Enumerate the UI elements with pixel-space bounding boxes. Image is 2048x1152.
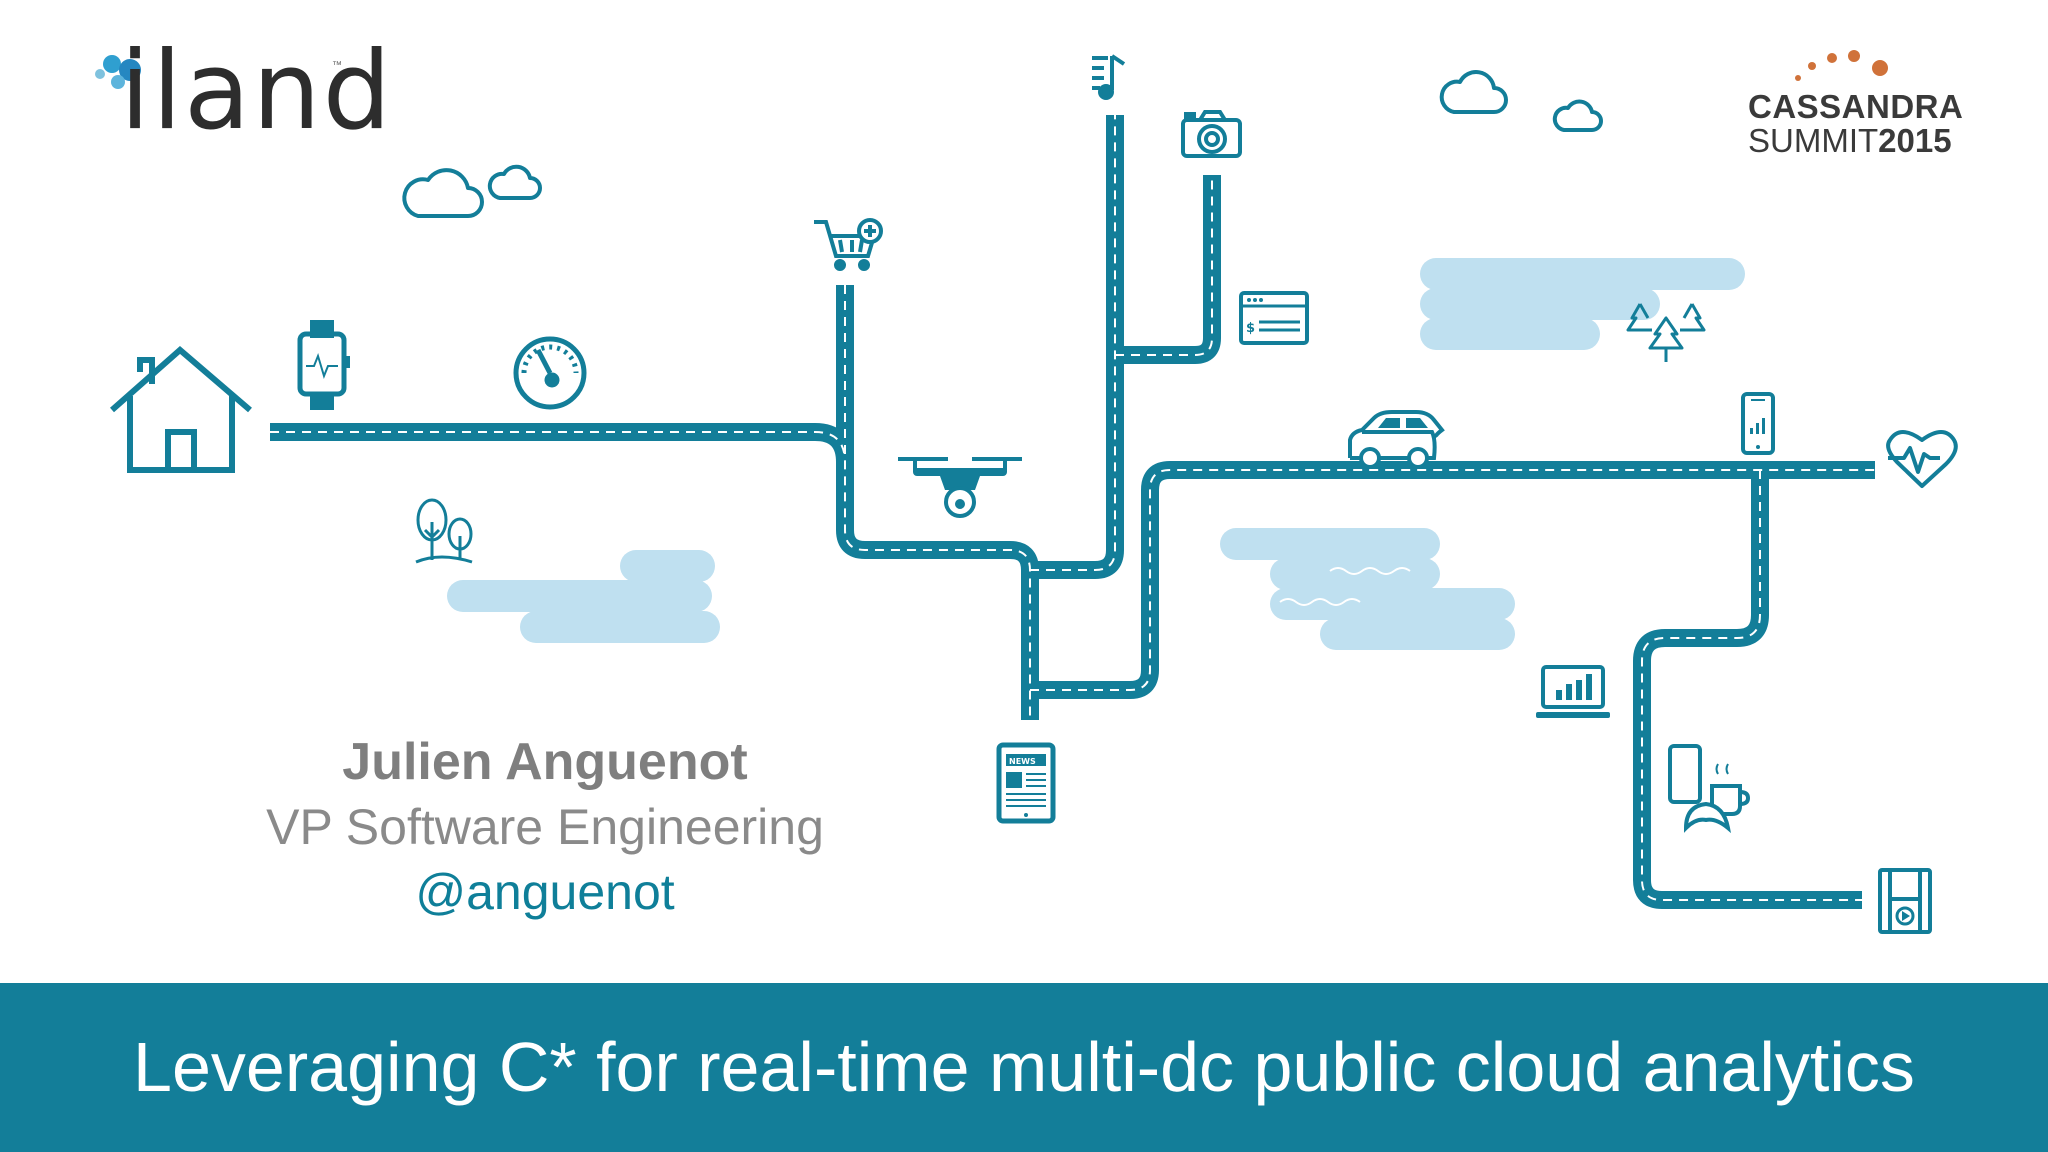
slide-title: Leveraging C* for real-time multi-dc pub…	[133, 1028, 1915, 1106]
summit-logo-line2: SUMMIT2015	[1748, 122, 1952, 159]
presenter-handle[interactable]: @anguenot	[415, 864, 675, 920]
iland-logo: iland	[120, 29, 394, 154]
title-banner: Leveraging C* for real-time multi-dc pub…	[0, 983, 2048, 1152]
summit-logo-dots	[1795, 50, 1888, 81]
phone-chart-icon	[1741, 392, 1775, 455]
light-clouds	[447, 258, 1745, 650]
iland-logo-bubbles	[95, 55, 141, 89]
film-icon	[1878, 868, 1932, 934]
camera-icon	[1181, 110, 1242, 158]
drone-icon	[898, 457, 1022, 518]
summit-logo-line1: CASSANDRA	[1748, 88, 1964, 125]
gauge-icon	[513, 336, 587, 410]
svg-text:NEWS: NEWS	[1009, 757, 1036, 766]
heart-rate-icon	[1886, 430, 1958, 488]
presenter-block: Julien Anguenot VP Software Engineering …	[200, 730, 890, 925]
presenter-name: Julien Anguenot	[342, 733, 748, 791]
music-icon	[1092, 54, 1126, 100]
smartwatch-icon	[297, 320, 350, 410]
laptop-chart-icon	[1536, 665, 1610, 718]
browser-payment-icon: $	[1239, 291, 1309, 345]
pine-trees-icon	[1626, 303, 1706, 362]
presenter-role: VP Software Engineering	[266, 799, 824, 855]
road-map-illustration: $ NEWS	[110, 54, 1958, 934]
car-icon	[1348, 410, 1445, 469]
house-icon	[110, 346, 252, 473]
svg-text:$: $	[1246, 321, 1255, 336]
cloud-icon	[402, 70, 1603, 218]
water-waves	[1279, 567, 1411, 606]
road-centre-lines	[270, 115, 1875, 901]
phone-coffee-icon	[1668, 744, 1751, 834]
shopping-cart-icon	[814, 218, 883, 271]
logo-trademark: ™	[332, 60, 342, 71]
news-tablet-icon: NEWS	[996, 742, 1056, 824]
trees-icon	[415, 498, 473, 564]
